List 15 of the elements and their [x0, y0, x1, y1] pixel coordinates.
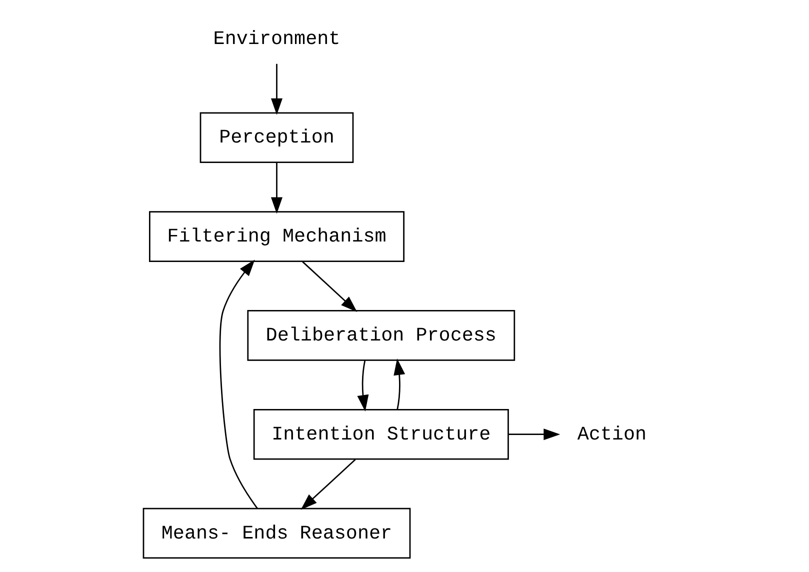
arrow [270, 162, 283, 214]
node-box: Deliberation Process [247, 310, 516, 361]
arrow [219, 260, 258, 509]
arrow [302, 261, 358, 312]
node-box: Means- Ends Reasoner [142, 508, 411, 559]
node-box: Perception [200, 112, 354, 164]
node-box: Intention Structure [253, 408, 509, 460]
node-box: Filtering Mechanism [148, 211, 404, 262]
arrow [394, 358, 406, 410]
arrow [270, 64, 283, 115]
arrow [357, 360, 369, 412]
node-text: Environment [213, 28, 340, 50]
arrow [508, 428, 560, 440]
arrow [300, 459, 356, 510]
node-text: Action [577, 423, 647, 446]
